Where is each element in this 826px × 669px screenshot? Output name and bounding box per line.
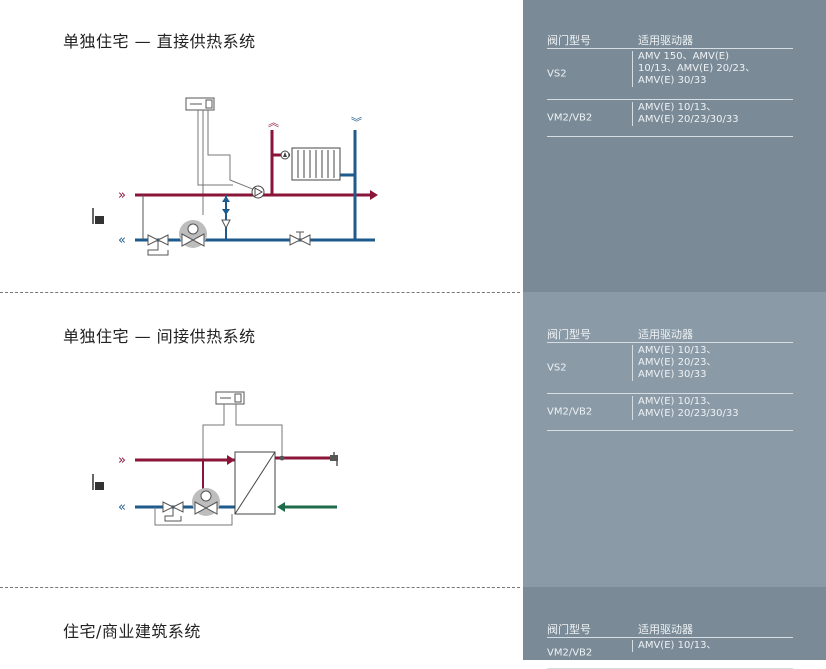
piping-diagrams: » ︽ « ︾: [92, 97, 378, 526]
supply-arrow-icon: »: [118, 453, 126, 468]
column-header-valve: 阀门型号: [547, 328, 591, 341]
bypass-arrow-icon: [221, 196, 231, 230]
table-header: 阀门型号 适用驱动器: [547, 28, 793, 49]
actuator-list: AMV(E) 10/13、 AMV(E) 20/23/30/33: [632, 102, 791, 126]
table-row: VS2 AMV 150、AMV(E) 10/13、AMV(E) 20/23、 A…: [547, 49, 793, 100]
section-title-indirect: 单独住宅 — 间接供热系统: [63, 327, 256, 346]
shutoff-valve-icon: [289, 231, 311, 246]
pressure-valve-icon: [162, 501, 184, 522]
table-row: VS2 AMV(E) 10/13、 AMV(E) 20/23、 AMV(E) 3…: [547, 343, 793, 394]
table-row: VM2/VB2 AMV(E) 10/13、: [547, 638, 793, 669]
return-arrow-icon: «: [118, 500, 126, 515]
valve-type: VM2/VB2: [547, 112, 593, 124]
table-header: 阀门型号 适用驱动器: [547, 322, 793, 343]
tap-icon: [330, 452, 338, 466]
column-header-actuator: 适用驱动器: [638, 328, 693, 341]
table-header: 阀门型号 适用驱动器: [547, 617, 793, 638]
table-row: VM2/VB2 AMV(E) 10/13、 AMV(E) 20/23/30/33: [547, 394, 793, 431]
column-header-valve: 阀门型号: [547, 34, 591, 47]
section-divider: [0, 292, 520, 293]
supply-arrow-icon: »: [118, 188, 126, 203]
motorized-valve-icon: [192, 488, 220, 516]
valve-actuator-table: 阀门型号 适用驱动器 VS2 AMV 150、AMV(E) 10/13、AMV(…: [547, 28, 793, 137]
column-header-actuator: 适用驱动器: [638, 34, 693, 47]
pressure-valve-icon: [147, 234, 169, 256]
actuator-list: AMV 150、AMV(E) 10/13、AMV(E) 20/23、 AMV(E…: [632, 51, 791, 87]
valve-type: VS2: [547, 68, 567, 80]
motorized-valve-icon: [179, 220, 207, 248]
outdoor-sensor-icon: [92, 208, 104, 224]
down-arrow-icon: ︾: [351, 116, 362, 129]
actuator-list: AMV(E) 10/13、 AMV(E) 20/23、 AMV(E) 30/33: [632, 345, 791, 381]
heat-exchanger-icon: [234, 451, 276, 515]
valve-actuator-panel: 阀门型号 适用驱动器 VM2/VB2 AMV(E) 10/13、: [523, 587, 826, 669]
column-header-valve: 阀门型号: [547, 623, 591, 636]
valve-actuator-panel: 阀门型号 适用驱动器 VS2 AMV 150、AMV(E) 10/13、AMV(…: [523, 0, 826, 292]
section-title-direct: 单独住宅 — 直接供热系统: [63, 32, 256, 51]
valve-actuator-table: 阀门型号 适用驱动器 VS2 AMV(E) 10/13、 AMV(E) 20/2…: [547, 322, 793, 431]
controller-icon: [215, 391, 245, 405]
valve-actuator-panel: 阀门型号 适用驱动器 VS2 AMV(E) 10/13、 AMV(E) 20/2…: [523, 292, 826, 587]
table-row: VM2/VB2 AMV(E) 10/13、 AMV(E) 20/23/30/33: [547, 100, 793, 137]
valve-type: VS2: [547, 362, 567, 374]
section-title-commercial: 住宅/商业建筑系统: [63, 622, 201, 641]
radiator-icon: [280, 147, 341, 181]
up-arrow-icon: ︽: [268, 116, 279, 129]
column-header-actuator: 适用驱动器: [638, 623, 693, 636]
actuator-list: AMV(E) 10/13、 AMV(E) 20/23/30/33: [632, 396, 791, 420]
controller-icon: [185, 97, 215, 111]
direct-heating-diagram: » ︽ « ︾: [92, 97, 378, 256]
indirect-heating-diagram: » «: [92, 391, 338, 526]
outdoor-sensor-icon: [92, 474, 104, 490]
valve-type: VM2/VB2: [547, 406, 593, 418]
return-arrow-icon: «: [118, 233, 126, 248]
actuator-list: AMV(E) 10/13、: [632, 640, 791, 652]
pump-icon: [251, 185, 265, 199]
section-divider: [0, 587, 520, 588]
valve-type: VM2/VB2: [547, 647, 593, 659]
valve-actuator-table: 阀门型号 适用驱动器 VM2/VB2 AMV(E) 10/13、: [547, 617, 793, 669]
